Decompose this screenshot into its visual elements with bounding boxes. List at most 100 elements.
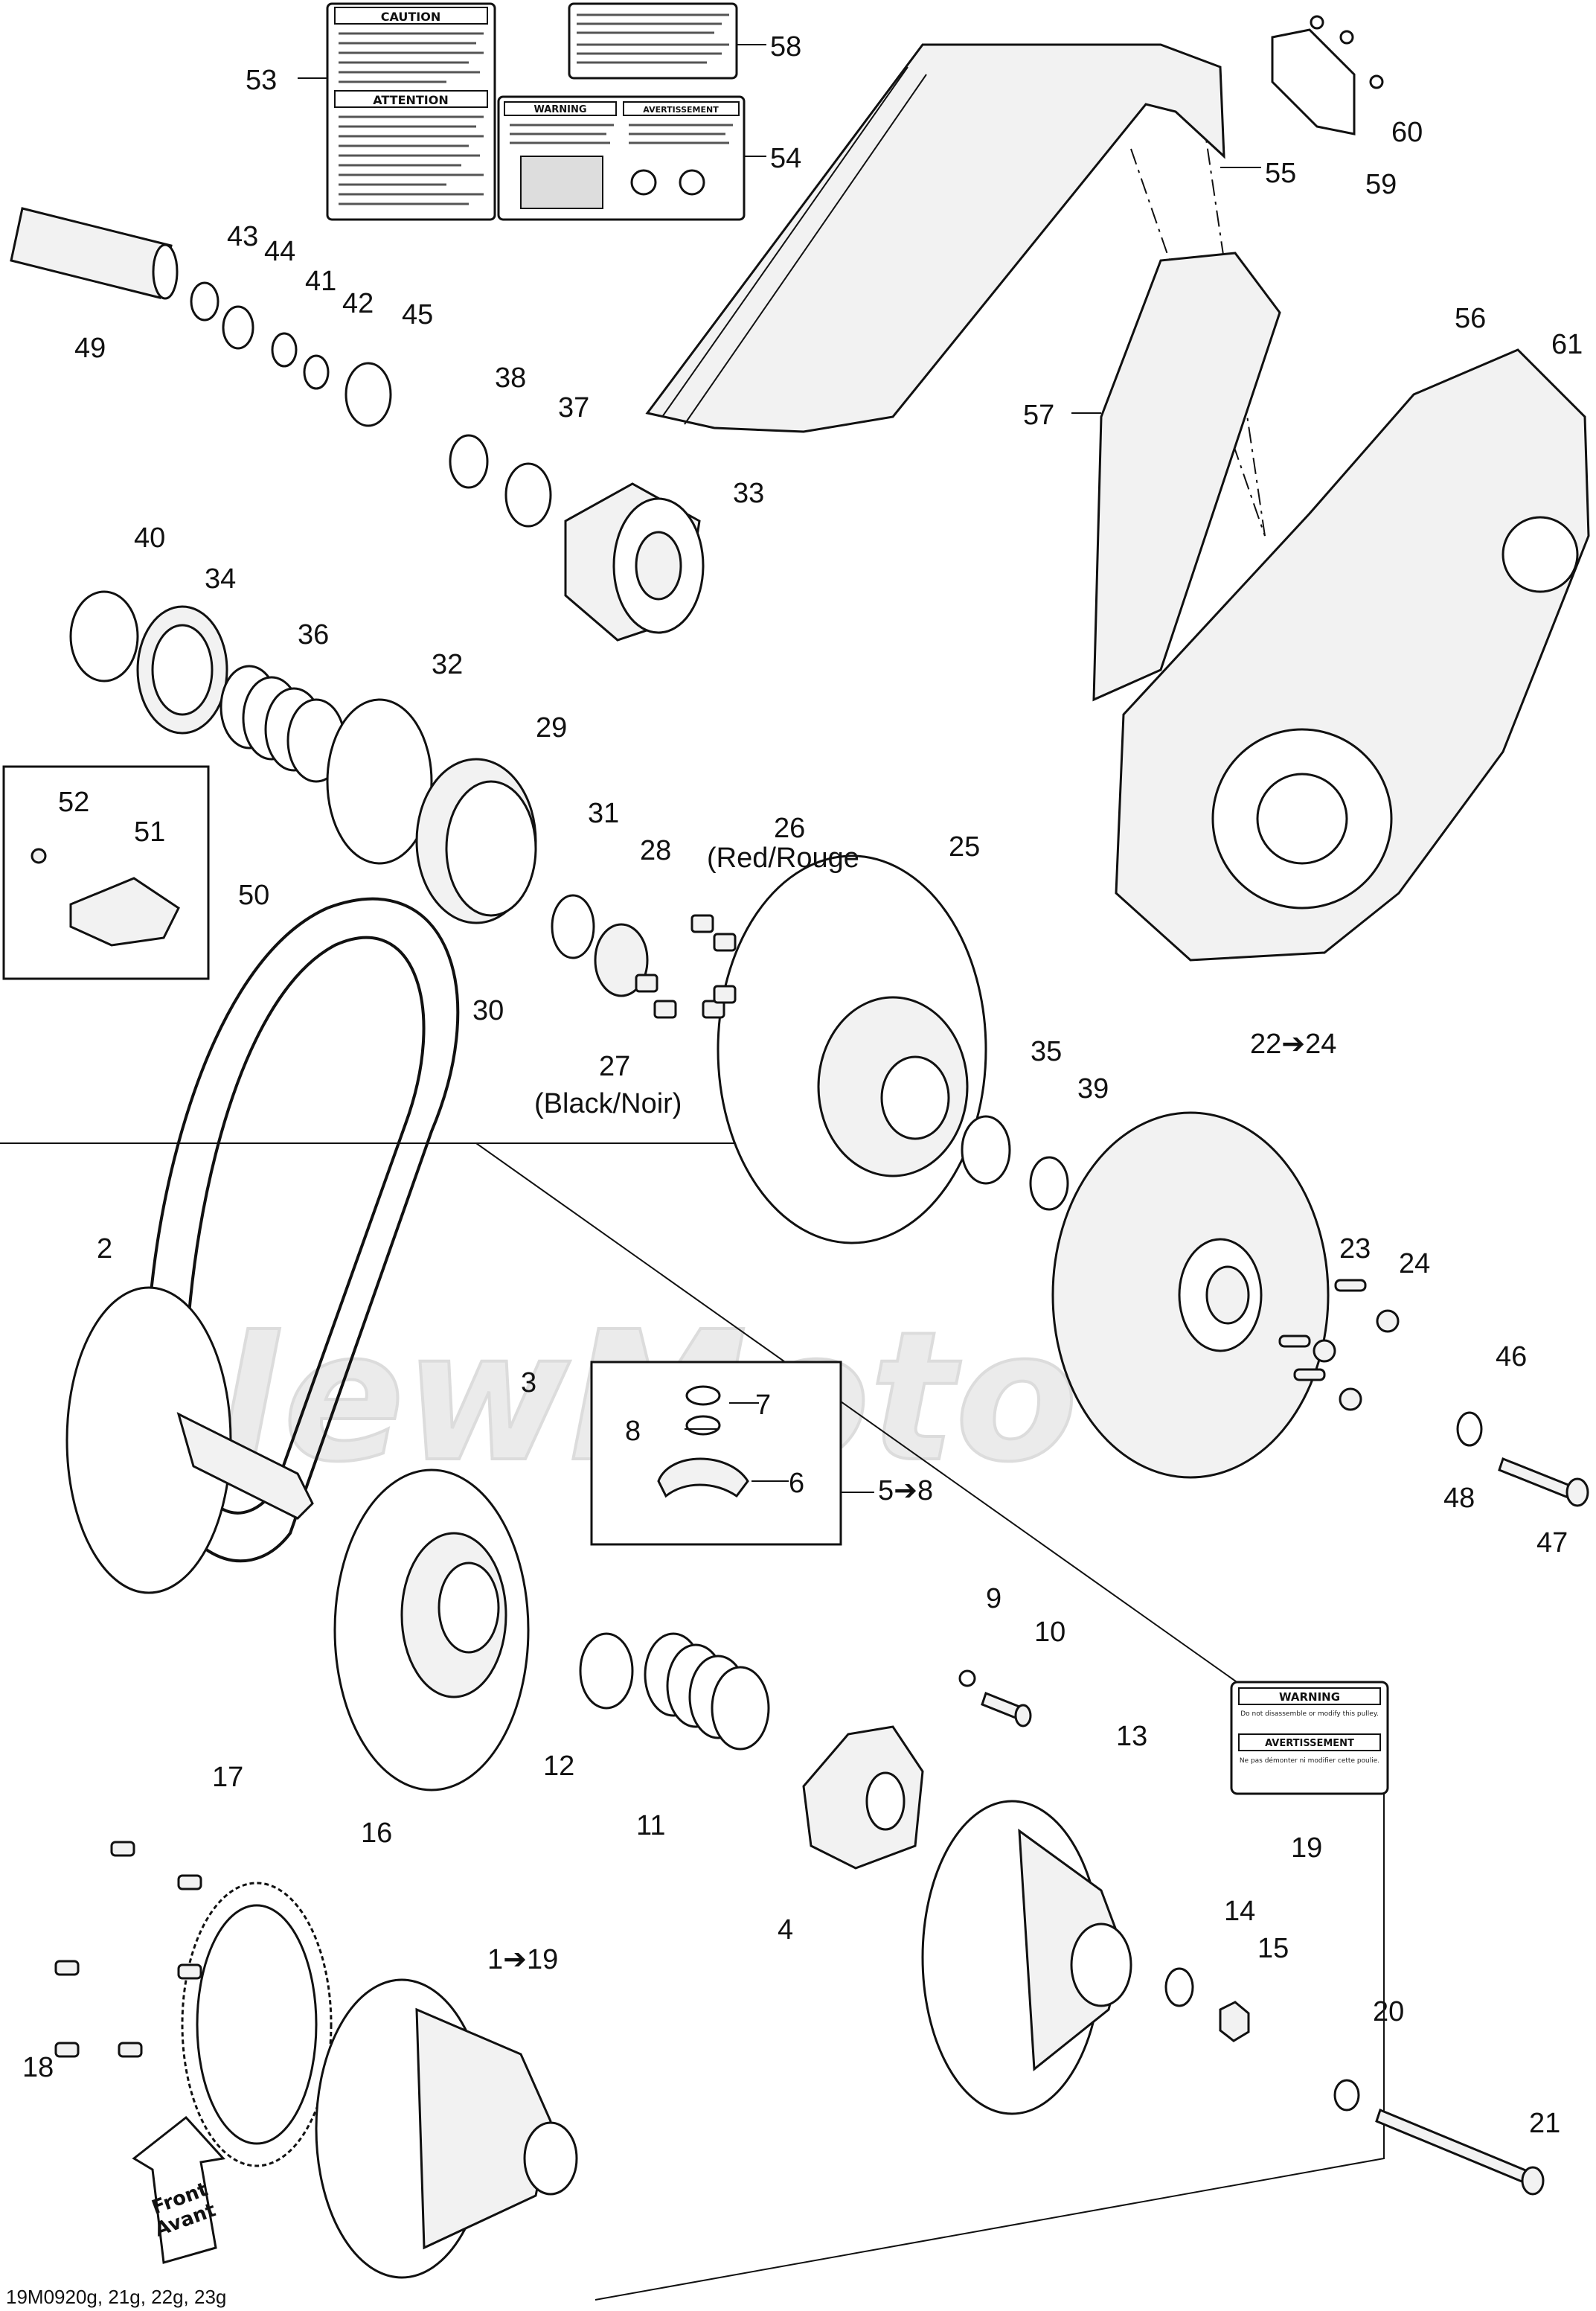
decal-58	[568, 2, 738, 80]
svg-text:AVERTISSEMENT: AVERTISSEMENT	[643, 105, 719, 115]
note-black-noir: (Black/Noir)	[534, 1088, 682, 1119]
callout-50: 50	[238, 880, 269, 911]
callout-23: 23	[1339, 1233, 1371, 1265]
decal-caution-53: CAUTION ATTENTION	[326, 2, 496, 221]
callout-10: 10	[1034, 1617, 1065, 1648]
callout-29: 29	[536, 712, 567, 744]
svg-text:Do not disassemble or modify t: Do not disassemble or modify this pulley…	[1240, 1710, 1379, 1718]
callout-18: 18	[22, 2052, 54, 2083]
callout-21: 21	[1529, 2108, 1560, 2139]
callout-12: 12	[543, 1751, 574, 1782]
svg-text:CAUTION: CAUTION	[381, 10, 440, 24]
callout-60: 60	[1391, 117, 1423, 148]
callout-61: 61	[1551, 329, 1583, 360]
callout-45: 45	[402, 299, 433, 330]
callout-19: 19	[1291, 1832, 1322, 1864]
callout-56: 56	[1455, 303, 1486, 334]
weights-27	[635, 974, 737, 1019]
ring-43	[190, 281, 219, 322]
weights-26	[690, 914, 737, 952]
parts-box-5-8	[590, 1361, 842, 1546]
ring-12	[579, 1632, 634, 1710]
callout-16: 16	[361, 1818, 392, 1849]
screws-17	[110, 1841, 202, 1980]
callout-55: 55	[1265, 158, 1296, 189]
callout-6: 6	[789, 1468, 804, 1499]
leader-lines	[298, 44, 1261, 1493]
callout-25: 25	[949, 831, 980, 863]
callout-24: 24	[1399, 1248, 1430, 1279]
callout-46: 46	[1496, 1341, 1527, 1372]
ring-37	[504, 462, 552, 528]
callout-39: 39	[1077, 1073, 1109, 1105]
washer-14	[1164, 1967, 1194, 2007]
callout-47: 47	[1536, 1527, 1568, 1559]
note-red-rouge: (Red/Rouge	[707, 843, 859, 874]
callout-3: 3	[521, 1367, 536, 1399]
ring-gear-16	[181, 1882, 333, 2167]
sheave-13	[921, 1800, 1132, 2115]
spring-11	[644, 1632, 770, 1751]
ring-31	[551, 894, 595, 959]
washer-9	[958, 1669, 976, 1687]
bolt-21	[1375, 2108, 1545, 2196]
pulley-hub-33	[564, 482, 705, 642]
callout-22-24: 22➔24	[1250, 1029, 1336, 1060]
fixed-sheave-2	[65, 1286, 314, 1594]
bushing-28	[594, 923, 649, 997]
ring-41	[271, 332, 298, 368]
spider-22-24	[1051, 1111, 1330, 1479]
ring-44	[222, 305, 254, 350]
callout-33: 33	[733, 478, 764, 509]
callout-30: 30	[472, 995, 504, 1026]
callout-7: 7	[755, 1390, 771, 1421]
svg-text:Ne pas démonter ni modifier ce: Ne pas démonter ni modifier cette poulie…	[1240, 1757, 1379, 1765]
callout-37: 37	[558, 392, 589, 423]
callout-20: 20	[1373, 1996, 1404, 2027]
svg-text:AVERTISSEMENT: AVERTISSEMENT	[1265, 1738, 1354, 1749]
screws-18	[54, 1960, 143, 2058]
ring-39	[1029, 1156, 1069, 1211]
callout-51: 51	[134, 816, 165, 848]
callout-28: 28	[640, 835, 671, 866]
callout-43: 43	[227, 221, 258, 252]
sheave-3	[333, 1468, 530, 1791]
nuts-24	[1313, 1309, 1400, 1411]
callout-4: 4	[778, 1914, 793, 1946]
ring-38	[449, 434, 489, 489]
ring-40	[69, 590, 139, 683]
callout-41: 41	[305, 266, 336, 297]
callout-48: 48	[1443, 1483, 1475, 1514]
svg-text:WARNING: WARNING	[1279, 1690, 1340, 1704]
ring-32	[326, 698, 433, 865]
guard-57	[1092, 252, 1281, 702]
bracket-59	[1271, 15, 1384, 135]
svg-text:ATTENTION: ATTENTION	[373, 93, 449, 107]
belt-guard-upper	[645, 43, 1225, 433]
front-direction-arrow: Front Avant	[132, 2115, 225, 2264]
callout-57: 57	[1023, 400, 1054, 431]
svg-text:WARNING: WARNING	[533, 104, 586, 115]
callout-11: 11	[636, 1810, 665, 1841]
drive-pulley-1-19	[315, 1978, 578, 2279]
pins-23	[1278, 1279, 1367, 1381]
callout-38: 38	[495, 362, 526, 394]
decal-warning-54: WARNING AVERTISSEMENT	[497, 95, 746, 221]
callout-14: 14	[1224, 1896, 1255, 1927]
callout-8: 8	[625, 1416, 641, 1447]
callout-26: 26	[774, 813, 805, 844]
callout-9: 9	[986, 1583, 1001, 1614]
callout-49: 49	[74, 333, 106, 364]
callout-13: 13	[1116, 1721, 1147, 1752]
callout-1-19: 1➔19	[487, 1944, 558, 1975]
callout-40: 40	[134, 522, 165, 554]
washer-20	[1333, 2079, 1360, 2112]
shaft-49	[10, 207, 179, 300]
spring-36	[219, 665, 346, 783]
callout-31: 31	[588, 798, 619, 829]
callout-42: 42	[342, 288, 374, 319]
callout-54: 54	[770, 143, 801, 174]
callout-32: 32	[432, 649, 463, 680]
callout-34: 34	[205, 563, 236, 595]
